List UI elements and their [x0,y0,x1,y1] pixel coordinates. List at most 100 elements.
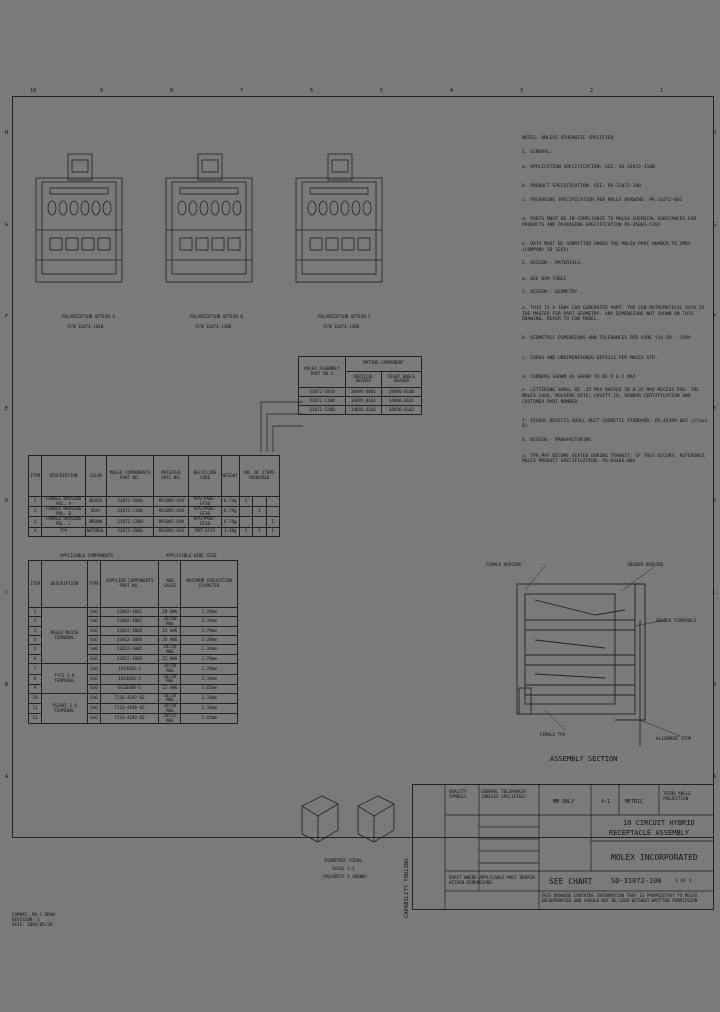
table-cell: MX1092-XXX [153,526,190,537]
table-header-cell: WEIGHT [220,455,240,497]
table-cell: MX1092-XXX [153,506,190,518]
table-cell: 7 [27,663,43,675]
table-cell: 3 [27,516,43,528]
zone-marker-top: 3 [520,88,524,94]
table-cell: MX1092-XXX [153,516,190,528]
note-line: c. PACKAGING SPECIFICATION PER MOLEX DRA… [522,198,683,203]
note-line: 4. DESIGN - MANUFACTURING [522,438,592,443]
table-cell: 31072-1100 [298,396,346,406]
polarization-pn-a: P/N 31072-1010 [68,324,104,329]
table-cell: 1 [265,526,281,537]
table-cell: SnO [86,626,101,637]
table-header-cell: MOLEX COMPONENTS PART NO. [105,455,155,497]
company-name: MOLEX INCORPORATED [611,853,698,862]
table-cell: 18/20 AWG [158,615,182,628]
table-cell: 18/20 AWG [158,692,182,704]
drawing-border [12,96,714,838]
iso-caption-2: SCALE 1:1 [332,866,355,871]
note-line: d. PARTS MUST BE IN COMPLIANCE TO MOLEX … [522,217,697,228]
table-cell: GRAY [84,506,107,518]
table-cell: 1.65mm [180,713,238,725]
table-cell: 31073-1000 [105,526,155,537]
note-line: a. SEE BOM TABLE [522,276,567,282]
zone-marker-top: 1 [660,88,664,94]
assembly-section-drawing [516,565,681,746]
zone-marker-side: F [5,314,9,320]
table-cell [238,516,254,528]
table-header-cell: ITEM [27,455,43,497]
zone-marker-side: B [713,682,717,688]
note-line: 1. GENERAL: [522,149,553,155]
table-cell: 2.34mm [180,644,238,656]
table-cell: 18/20 AWG [158,673,182,685]
table-cell: 7116-4192-02 [99,692,160,704]
table-cell: 1 [27,495,43,508]
table-cell: 2.20mm [180,663,238,675]
table-cell: 33012-3005 [99,644,160,656]
table-cell: 18/20 AWG [158,644,182,656]
table-cell: 12 [27,713,43,725]
table-cell: SnO [86,692,101,704]
polarization-label-a: POLARIZATION OPTION A [62,314,115,319]
table-cell: 1.70mm [180,626,238,637]
zone-marker-side: A [5,774,9,780]
zone-marker-side: C [713,590,717,596]
label-alignment-stop: ALIGNMENT STOP [656,736,692,741]
table-cell: 3 [27,626,43,637]
label-female-housing: FEMALE HOUSING [486,562,522,567]
table-cell: 31072-1000 [105,495,155,508]
table-cell [252,516,267,528]
table-cell: 7116-4192-02 [99,713,160,725]
table-cell: 31072-1200 [105,516,155,528]
note-line: d. CORNERS SHOWN AS SHARP TO BE R 0.2 MA… [522,374,636,380]
label-header-terminals: HEADER TERMINALS [656,618,697,623]
table-cell: 2.34mm [180,702,238,715]
table-cell: 2.34mm [180,692,238,704]
components-title: APPLICABLE COMPONENTS [60,553,113,558]
note-line: 2. DESIGN - MATERIALS: [522,261,583,267]
zone-marker-side: G [5,222,9,228]
mating-table: MOLEX ASSEMBLY PART NO.S MATING COMPONEN… [298,356,423,415]
table-cell: 2 [27,615,43,628]
table-cell: 1.38g [220,526,240,537]
table-cell: SnO [86,713,101,725]
isometric-views [301,795,395,843]
zone-marker-side: H [5,130,9,136]
connector-front-view-c [292,150,386,286]
table-cell: 33012-3003 [99,626,160,637]
table-cell: 34696-0102 [380,405,423,415]
table-cell: 18/20 AWG [158,702,182,715]
metric-label: METRIC [625,799,644,805]
table-cell: 6.74g [220,516,240,528]
table-cell: SnO [86,683,101,694]
table-cell: 2.20mm [180,607,238,617]
part-number-chart: SEE CHART [549,877,593,886]
zone-marker-top: 5 [380,88,384,94]
table-header-cell: NO. OF ITEMS REQUIRED [238,455,281,497]
table-cell: FEMALE HOUSING POL. B [41,506,86,518]
leader-lines [260,401,303,452]
table-cell: 33012-3004 [99,635,160,646]
table-cell: 1 [252,506,267,518]
table-cell: 9 [27,683,43,694]
table-header-cell: DESCRIPTION [41,455,86,497]
note-line: b. PRODUCT SPECIFICATION: SEE: PS-31072-… [522,184,641,190]
table-cell: FEMALE HOUSING POL. A [41,495,86,508]
component-group-cell: TYCO 2.8 TERMINAL [41,663,88,694]
table-header-cell: RECYCLING CODE [188,455,222,497]
table-cell: TPA [41,526,86,537]
table-header-cell: MAXIMUM INSULATION DIAMETER [180,560,238,608]
table-cell: SnO [86,635,101,646]
zone-marker-side: D [5,498,9,504]
table-cell: 34695-0001 [345,387,382,397]
table-cell [265,506,281,518]
zone-marker-side: A [713,774,717,780]
